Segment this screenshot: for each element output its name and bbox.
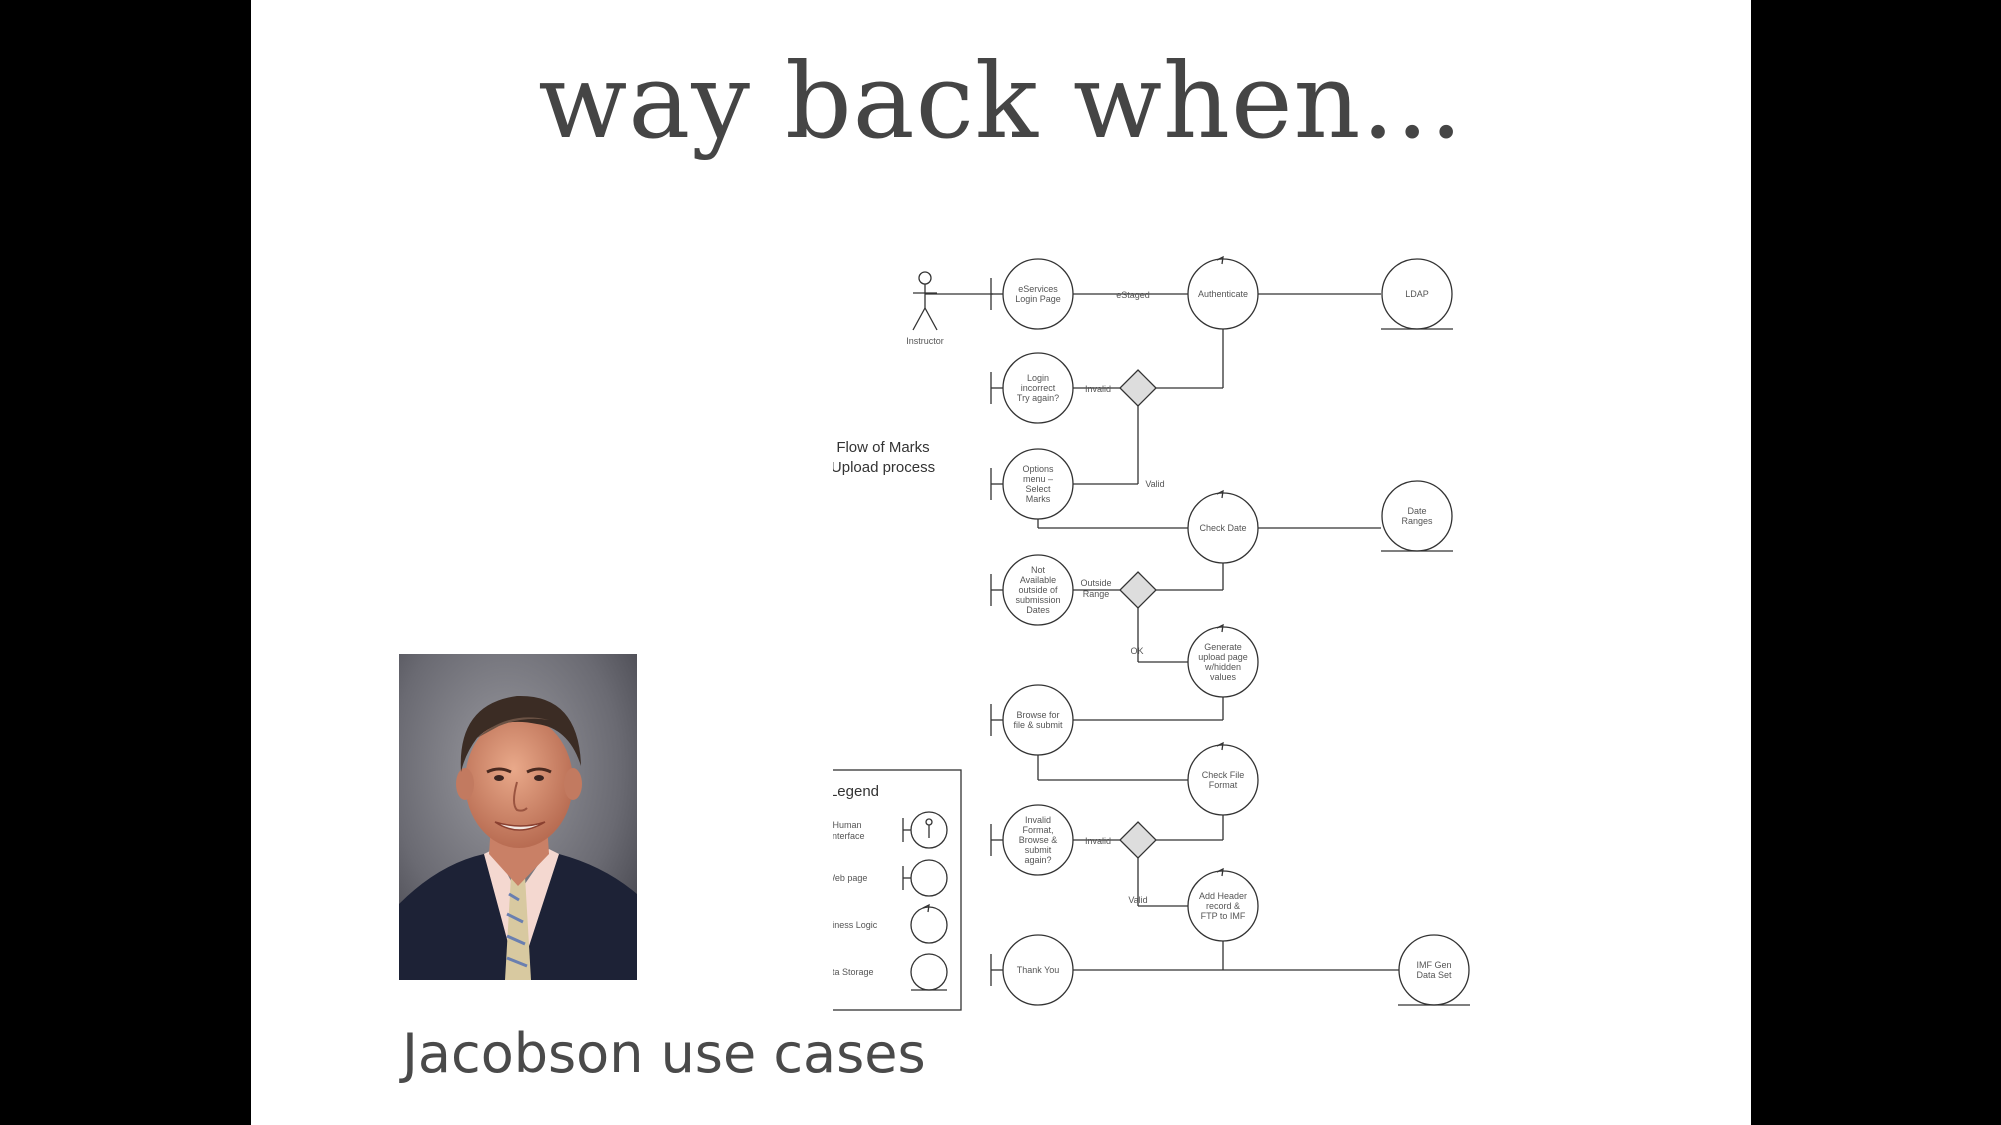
portrait-photo xyxy=(399,654,637,980)
actor-label: Instructor xyxy=(906,336,944,346)
edge-label-invalid-1: Invalid xyxy=(1085,384,1111,394)
edge-label-invalid-2: Invalid xyxy=(1085,836,1111,846)
use-case-diagram: Instructor Flow of Marks Upload process … xyxy=(833,240,1653,1020)
legend-data-storage: Data Storage xyxy=(833,967,874,977)
edge-label-valid-2: Valid xyxy=(1128,895,1147,905)
slide-title: way back when... xyxy=(538,40,1464,162)
edge-label-ok: OK xyxy=(1130,646,1143,656)
node-label-ldap: LDAP xyxy=(1405,289,1429,299)
node-label-authenticate: Authenticate xyxy=(1198,289,1248,299)
flow-title-line1: Flow of Marks xyxy=(836,439,929,456)
legend-business-logic: Business Logic xyxy=(833,920,878,930)
edge-label-outside: Outside xyxy=(1080,578,1111,588)
legend-title: Legend xyxy=(833,783,879,800)
diagram-canvas: Instructor Flow of Marks Upload process … xyxy=(833,255,1470,1011)
actor-head xyxy=(918,271,932,285)
edge-label-estaged: eStaged xyxy=(1116,290,1150,300)
slide: way back when... xyxy=(251,0,1751,1125)
node-label-check-date: Check Date xyxy=(1199,523,1246,533)
legend-human-line1: Human xyxy=(833,820,862,830)
edge-label-valid-1: Valid xyxy=(1145,479,1164,489)
flow-title-line2: Upload process xyxy=(833,459,935,476)
node-label-thank-you: Thank You xyxy=(1017,965,1060,975)
legend-human-line2: Interface xyxy=(833,831,865,841)
edge-label-range: Range xyxy=(1083,589,1110,599)
legend-web-page: Web page xyxy=(833,873,867,883)
slide-caption: Jacobson use cases xyxy=(402,1022,926,1085)
